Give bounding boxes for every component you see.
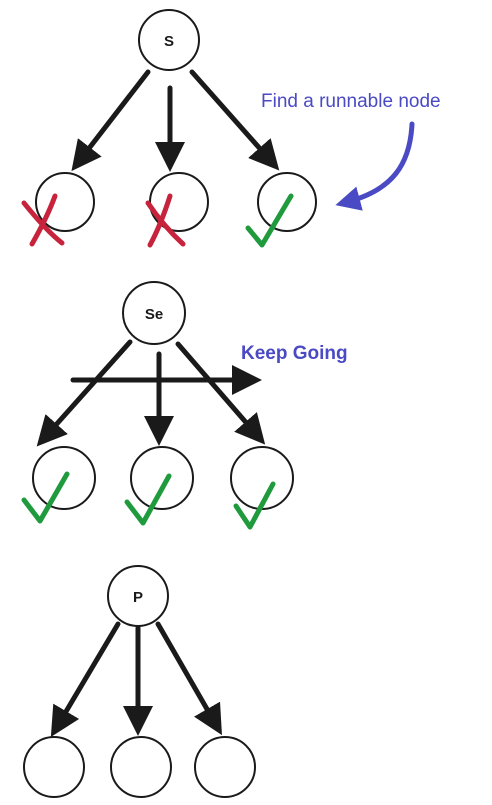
tree-sequence: Se Keep Going [21,281,348,530]
node-p [107,565,169,627]
node-se [122,281,186,345]
node-p-child-3 [194,736,256,798]
edge-s-to-child-1 [71,69,151,172]
edge-p-to-child-3 [155,621,222,736]
edge-s-to-child-3 [189,69,280,171]
annotation-find-runnable: Find a runnable node [261,91,441,112]
node-s [138,9,200,71]
node-se-child-2 [130,446,194,510]
node-p-child-2 [110,736,172,798]
tree-selector: S Find a runnable node [21,9,441,248]
node-p-child-1 [23,736,85,798]
annotation-arrow-curve [335,121,415,211]
check-icon [233,481,276,530]
check-icon [124,473,172,526]
tree-parallel: P [23,565,256,798]
cross-icon [145,193,186,248]
edge-se-to-child-3 [175,341,266,445]
edge-p-to-child-1 [50,621,121,738]
node-p-label: P [133,589,143,606]
cross-icon [21,193,65,247]
annotation-keep-going: Keep Going [241,343,348,364]
check-icon [245,193,294,248]
node-s-label: S [164,33,174,50]
node-s-child-1 [35,172,95,232]
check-icon [21,471,70,524]
node-se-label: Se [145,306,163,323]
edge-se-to-child-1 [36,339,133,447]
